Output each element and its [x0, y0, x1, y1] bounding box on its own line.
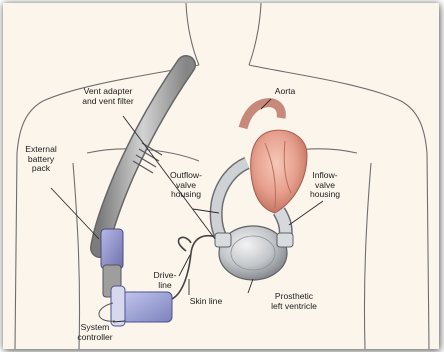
diagram-frame: Vent adapter and vent filter Aorta Exter…	[3, 3, 439, 349]
outflow-conduit	[216, 163, 247, 237]
aorta-label: Aorta	[261, 87, 309, 97]
vent-adapter-label: Vent adapter and vent filter	[56, 87, 160, 106]
outflow-valve-label: Outflow- valve housing	[159, 171, 213, 200]
skin-line-label: Skin line	[176, 297, 236, 307]
system-controller-label: System controller	[63, 323, 127, 342]
prosthetic-ventricle-label: Prosthetic left ventricle	[248, 292, 340, 311]
prosthetic-ventricle-shape	[215, 226, 293, 280]
inflow-valve-label: Inflow- valve housing	[297, 171, 353, 200]
external-battery-label: External battery pack	[11, 145, 71, 174]
drive-line-label: Drive- line	[146, 271, 184, 290]
